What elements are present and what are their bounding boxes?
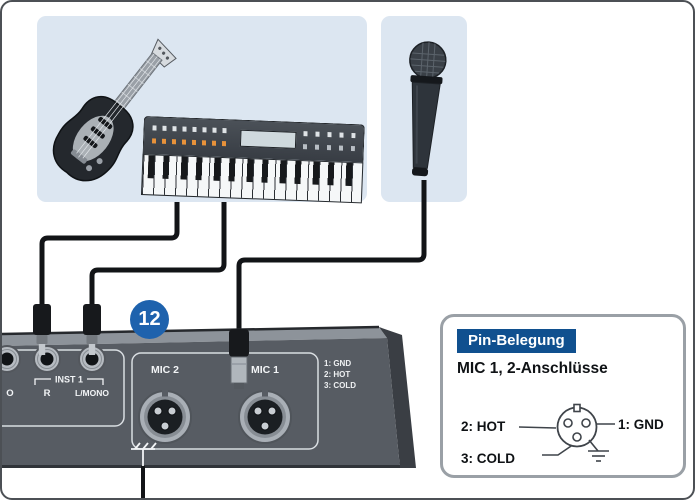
mic1-label: MIC 1	[251, 364, 279, 376]
ts-plug-2	[83, 304, 101, 355]
inst1-group-label: INST 1	[55, 375, 83, 385]
xlr-plug	[229, 329, 249, 389]
pin-assignment-panel: Pin-Belegung MIC 1, 2-Anschlüsse 2: HOT …	[440, 314, 686, 478]
ground-terminal-icon	[131, 442, 157, 468]
microphone-cable	[236, 180, 427, 332]
jack-r-label: R	[44, 388, 51, 399]
pin-panel-header: Pin-Belegung	[457, 329, 576, 353]
xlr-pinout-diagram: 2: HOT 1: GND 3: COLD	[461, 403, 664, 466]
instrument-cable-1	[39, 202, 180, 308]
pin1-label: 1: GND	[618, 417, 664, 432]
ts-plug-1	[33, 304, 51, 355]
pin2-label: 2: HOT	[461, 419, 506, 434]
jack-inst1-lmono[interactable]	[78, 345, 106, 373]
panel-front-face	[2, 338, 400, 468]
step-badge: 12	[130, 300, 169, 339]
panel-pin-legend-2: 2: HOT	[324, 370, 350, 379]
mic2-label: MIC 2	[151, 364, 179, 376]
pin3-label: 3: COLD	[461, 451, 515, 466]
instrument-cable-2	[89, 202, 227, 308]
xlr-mic1[interactable]	[238, 389, 292, 444]
panel-pin-legend-1: 1: GND	[324, 359, 351, 368]
electric-guitar-icon	[52, 38, 177, 182]
xlr-mic2[interactable]	[138, 389, 192, 444]
jack-edge[interactable]	[2, 345, 21, 373]
panel-right-side	[379, 327, 416, 468]
panel-pin-legend-3: 3: COLD	[324, 381, 356, 390]
microphone-icon	[409, 41, 447, 177]
jack-lmono-label: L/MONO	[75, 388, 109, 398]
mic-section-outline	[131, 352, 319, 450]
panel-top-bevel	[2, 327, 387, 346]
chassis-ground-icon	[588, 439, 609, 462]
device-rear-panel: INST 1 O R L/MONO MIC 2 MIC 1 1: GND	[2, 325, 416, 468]
step-number: 12	[138, 308, 161, 330]
edge-jack-label: O	[6, 388, 13, 399]
pin-panel-title: MIC 1, 2-Anschlüsse	[457, 360, 608, 377]
